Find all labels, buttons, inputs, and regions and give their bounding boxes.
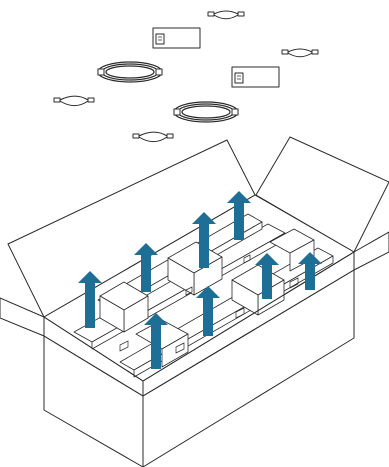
power-adapter-icon	[152, 27, 201, 49]
arrow-up-icon	[196, 286, 220, 336]
arrow-up-icon	[144, 313, 168, 369]
display-cable-icon	[281, 48, 319, 58]
box-flap-front-right	[353, 231, 389, 271]
display-cable-icon	[132, 131, 174, 142]
power-adapter-icon	[231, 66, 280, 88]
power-cord-icon	[97, 61, 163, 83]
arrow-up-icon	[298, 252, 322, 290]
arrow-up-icon	[134, 243, 158, 292]
arrow-up-icon	[78, 271, 102, 328]
power-cord-icon	[173, 101, 239, 123]
display-cable-icon	[53, 95, 95, 106]
arrow-up-icon	[192, 212, 216, 268]
arrow-up-icon	[255, 253, 279, 299]
arrow-up-icon	[227, 191, 251, 240]
foam-insert	[73, 213, 334, 378]
display-cable-icon	[207, 10, 245, 20]
unpack-arrows	[78, 191, 322, 369]
